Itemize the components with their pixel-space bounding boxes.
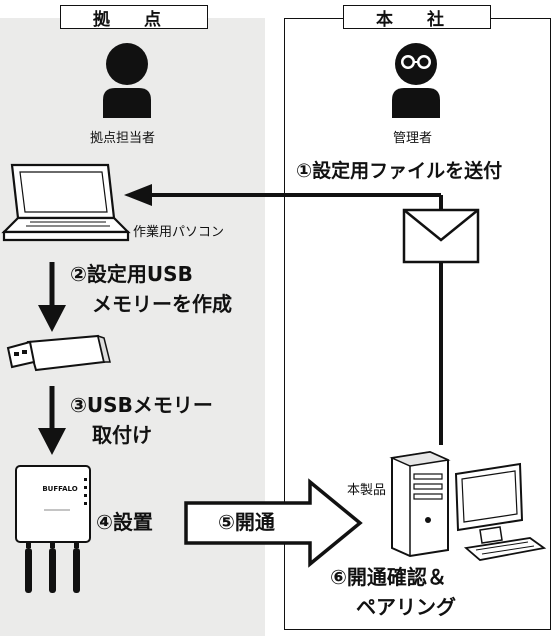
admin-label: 管理者 xyxy=(393,131,433,146)
router-icon: BUFFALO xyxy=(15,465,91,593)
branch-person-label: 拠点担当者 xyxy=(90,131,156,146)
connection-arrow xyxy=(184,478,363,568)
usb-stick-icon xyxy=(6,334,111,372)
step-3-line-2: 取付け xyxy=(92,423,152,447)
desktop-pc-icon xyxy=(389,450,547,561)
step-2-line-2: メモリーを作成 xyxy=(92,292,232,316)
laptop-label: 作業用パソコン xyxy=(133,225,225,240)
step-6-line-2: ペアリング xyxy=(356,595,456,619)
step-1-send-config: ①設定用ファイルを送付 xyxy=(296,160,503,182)
step-3-line-1: ③USBメモリー xyxy=(70,393,213,417)
envelope-icon xyxy=(402,208,480,264)
router-brand: BUFFALO xyxy=(42,485,77,493)
product-label: 本製品 xyxy=(347,483,387,498)
person-glasses-icon xyxy=(392,43,440,118)
laptop-icon xyxy=(1,163,131,242)
step-5-open-line: ⑤開通 xyxy=(218,510,275,534)
step-6-line-1: ⑥開通確認＆ xyxy=(330,565,447,589)
step-4-install: ④設置 xyxy=(96,510,153,534)
hq-panel-title: 本 社 xyxy=(343,5,491,30)
step-2-line-1: ②設定用USB xyxy=(70,262,193,286)
branch-panel-title: 拠 点 xyxy=(60,5,208,30)
person-icon xyxy=(103,43,151,118)
